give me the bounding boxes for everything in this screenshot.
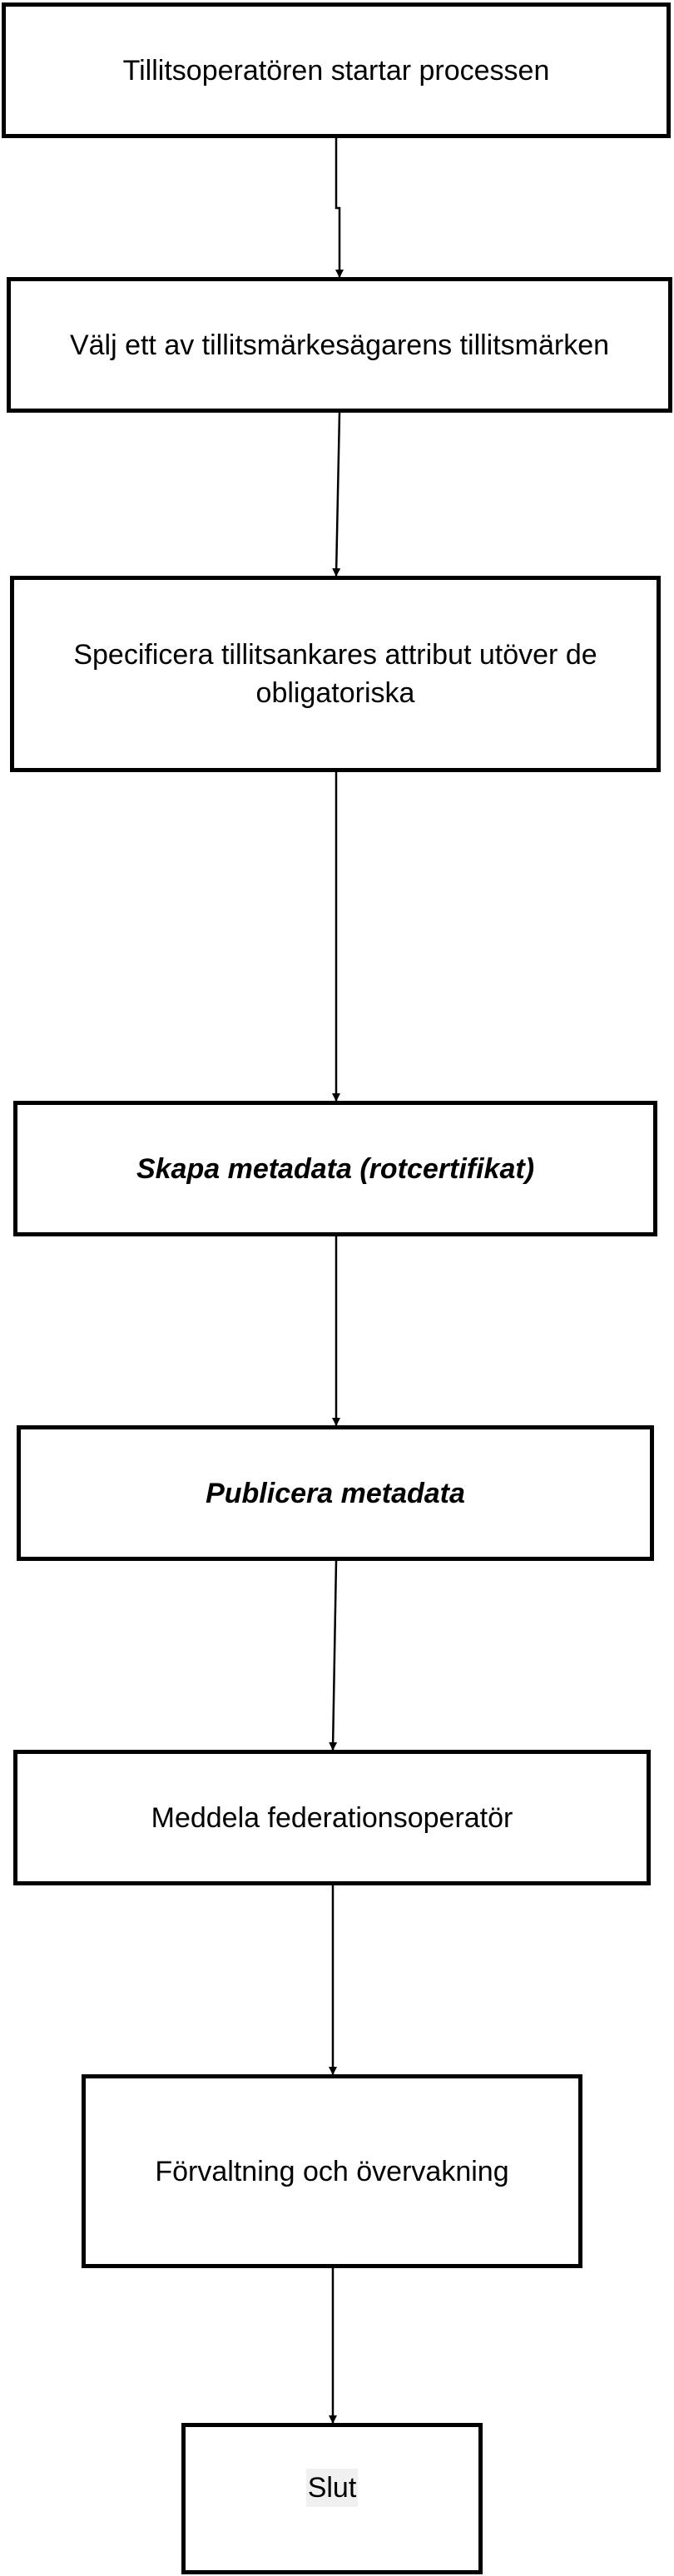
arrow-start-to-choose-mark	[335, 138, 344, 278]
node-specify-attributes-label: Specificera tillitsankares attribut utöv…	[73, 639, 597, 709]
node-manage-and-monitor-label: Förvaltning och övervakning	[155, 2155, 509, 2187]
node-choose-trust-mark-label: Välj ett av tillitsmärkesägarens tillits…	[69, 329, 610, 361]
node-manage-and-monitor: Förvaltning och övervakning	[82, 2074, 582, 2268]
node-end: Slut	[181, 2423, 483, 2574]
node-start-label: Tillitsoperatören startar processen	[122, 54, 550, 87]
node-create-metadata: Skapa metadata (rotcertifikat)	[13, 1101, 657, 1236]
node-publish-metadata-label: Publicera metadata	[206, 1477, 465, 1509]
node-specify-attributes: Specificera tillitsankares attribut utöv…	[10, 576, 661, 772]
node-create-metadata-label: Skapa metadata (rotcertifikat)	[136, 1152, 535, 1185]
node-publish-metadata: Publicera metadata	[17, 1425, 654, 1561]
node-notify-federation-operator-label: Meddela federationsoperatör	[151, 1801, 513, 1834]
node-end-label: Slut	[305, 2469, 359, 2507]
node-notify-federation-operator: Meddela federationsoperatör	[13, 1750, 651, 1885]
arrow-choose-mark-to-specify-attrs	[332, 412, 341, 577]
node-choose-trust-mark: Välj ett av tillitsmärkesägarens tillits…	[7, 277, 672, 413]
arrow-publish-metadata-to-notify-operator	[329, 1560, 338, 1751]
node-start: Tillitsoperatören startar processen	[2, 2, 671, 138]
